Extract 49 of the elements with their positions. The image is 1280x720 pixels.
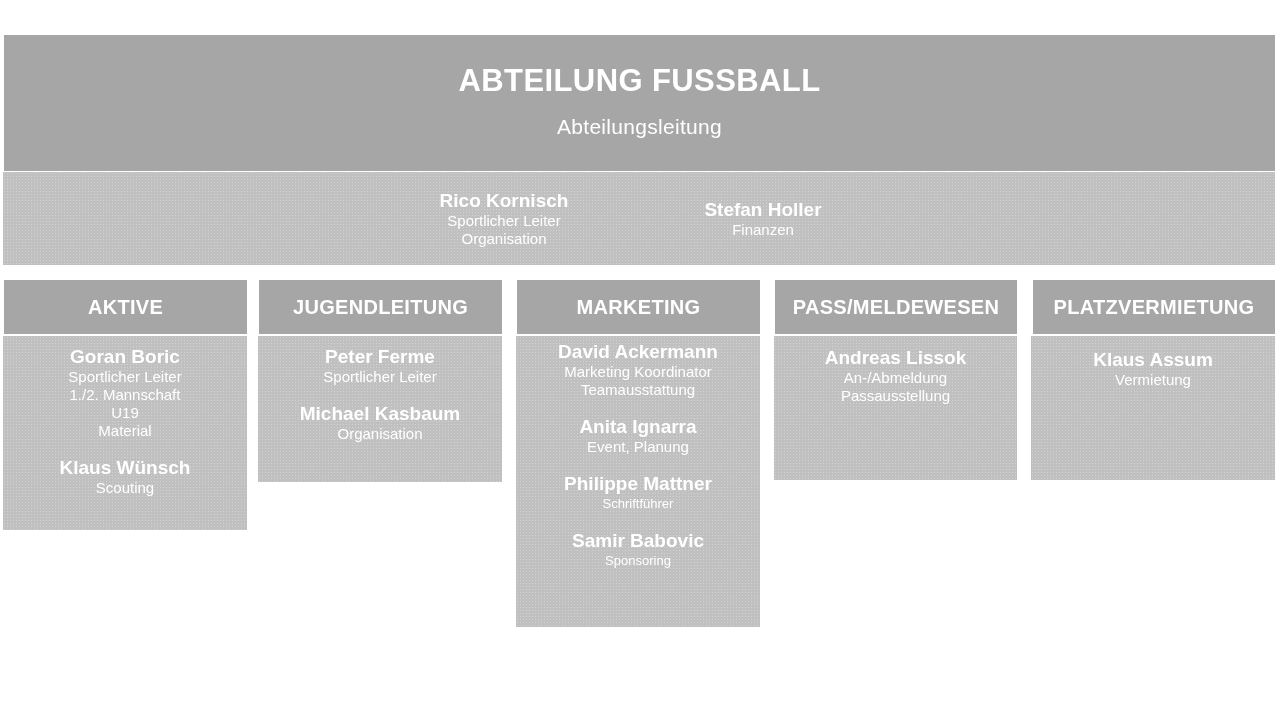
person-name: Rico Kornisch (439, 189, 569, 212)
role-text: Finanzen (732, 220, 794, 239)
role-text: Scouting (95, 479, 155, 497)
role-text: Marketing Koordinator (564, 363, 712, 381)
role-text: Sponsoring (605, 552, 671, 570)
person-name: Samir Babovic (572, 530, 704, 552)
banner-subtitle: Abteilungsleitung (556, 114, 723, 140)
role-text: Event, Planung (587, 438, 689, 456)
person-name: Klaus Wünsch (59, 457, 191, 479)
department-header (1033, 280, 1275, 334)
department-panel (516, 336, 760, 627)
person-name: Goran Boric (70, 346, 180, 368)
department-header (517, 280, 760, 334)
person-name: Anita Ignarra (579, 416, 697, 438)
role-text: U19 (111, 404, 139, 422)
role-text: Sportlicher Leiter (447, 211, 561, 230)
department-title: JUGENDLEITUNG (293, 295, 468, 319)
department-title: PASS/MELDEWESEN (792, 295, 1000, 319)
person-name: Andreas Lissok (824, 347, 967, 369)
role-text: Organisation (461, 229, 547, 248)
person-name: Peter Ferme (325, 346, 435, 368)
person-name: Klaus Assum (1093, 349, 1213, 371)
leadership-band (3, 172, 1275, 265)
role-text: An-/Abmeldung (843, 369, 948, 387)
role-text: Sportlicher Leiter (323, 368, 437, 386)
role-text: Passausstellung (840, 387, 951, 405)
role-text: Material (98, 422, 152, 440)
department-header (259, 280, 502, 334)
role-text: Organisation (337, 425, 423, 443)
role-text: 1./2. Mannschaft (69, 386, 181, 404)
banner-title: ABTEILUNG FUSSBALL (458, 63, 821, 99)
department-panel (3, 336, 247, 530)
department-title: AKTIVE (87, 295, 164, 319)
role-text: Sportlicher Leiter (68, 368, 182, 386)
role-text: Teamausstattung (580, 381, 696, 399)
title-banner (4, 35, 1275, 171)
person-name: Michael Kasbaum (299, 403, 461, 425)
person-name: Stefan Holler (704, 198, 822, 221)
department-panel (774, 336, 1017, 480)
role-text: Vermietung (1115, 371, 1191, 389)
role-text: Schriftführer (602, 495, 674, 513)
department-title: MARKETING (576, 295, 701, 319)
department-panel (1031, 336, 1275, 480)
person-name: Philippe Mattner (564, 473, 712, 495)
department-panel (258, 336, 502, 482)
department-header (4, 280, 247, 334)
person-name: David Ackermann (558, 341, 718, 363)
department-title: PLATZVERMIETUNG (1053, 295, 1255, 319)
department-header (775, 280, 1017, 334)
